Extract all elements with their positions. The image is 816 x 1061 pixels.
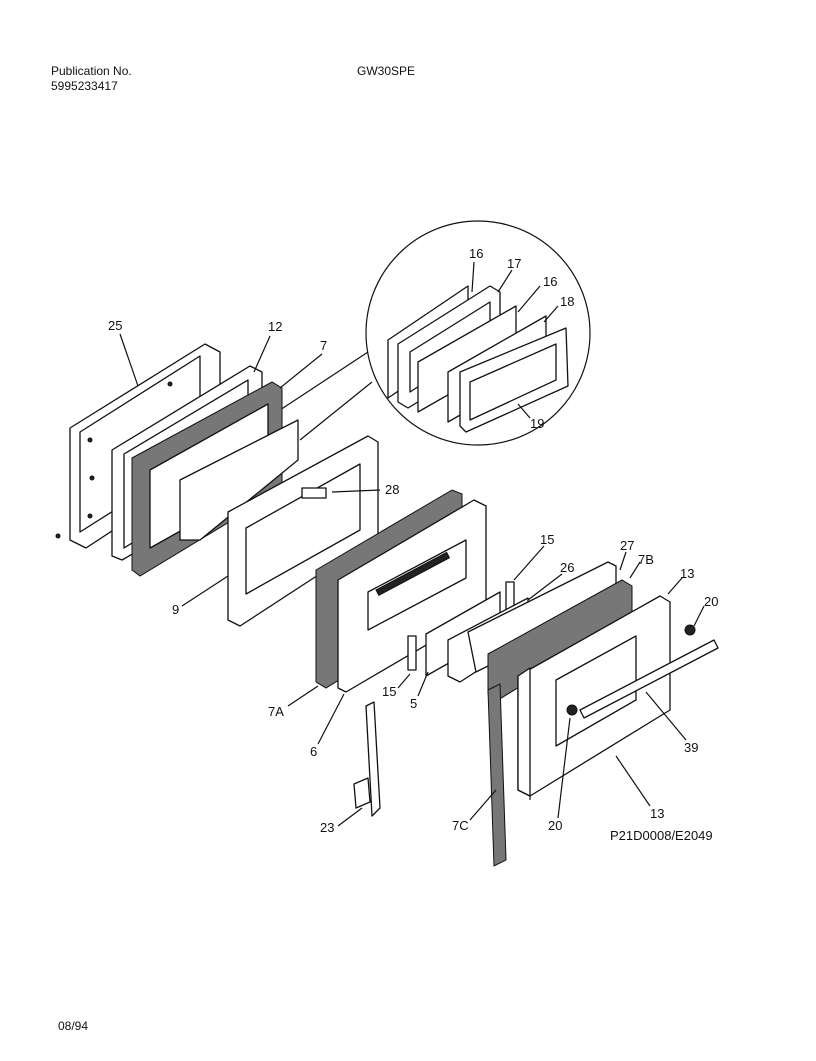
callout: 6 <box>310 744 317 759</box>
callout-labels: 16 17 16 18 19 25 12 7 28 9 15 27 26 7B … <box>108 246 718 843</box>
detail-circle <box>279 220 591 446</box>
callout: 16 <box>469 246 483 261</box>
leader-lines <box>119 261 705 827</box>
callout: 27 <box>620 538 634 553</box>
model-number: GW30SPE <box>357 64 416 78</box>
callout: 7C <box>452 818 469 833</box>
callout: 16 <box>543 274 557 289</box>
publication-number: 5995233417 <box>51 79 118 93</box>
publication-label: Publication No. <box>51 64 132 78</box>
drawing-id: P21D0008/E2049 <box>610 828 713 843</box>
part-23-hinge <box>353 701 381 817</box>
callout: 13 <box>680 566 694 581</box>
callout: 20 <box>548 818 562 833</box>
callout: 18 <box>560 294 574 309</box>
part-6-middle-door <box>315 489 487 693</box>
callout: 9 <box>172 602 179 617</box>
callout: 26 <box>560 560 574 575</box>
callout: 20 <box>704 594 718 609</box>
callout: 12 <box>268 319 282 334</box>
callout: 25 <box>108 318 122 333</box>
callout: 7A <box>268 704 284 719</box>
callout: 28 <box>385 482 399 497</box>
callout: 7B <box>638 552 654 567</box>
callout: 13 <box>650 806 664 821</box>
part-13-outer-door <box>467 561 719 867</box>
callout: 23 <box>320 820 334 835</box>
part-7-inner-door <box>131 381 299 577</box>
callout: 17 <box>507 256 521 271</box>
callout: 5 <box>410 696 417 711</box>
callout: 7 <box>320 338 327 353</box>
callout: 39 <box>684 740 698 755</box>
callout: 15 <box>382 684 396 699</box>
callout: 15 <box>540 532 554 547</box>
callout: 19 <box>530 416 544 431</box>
revision-date: 08/94 <box>58 1019 89 1033</box>
